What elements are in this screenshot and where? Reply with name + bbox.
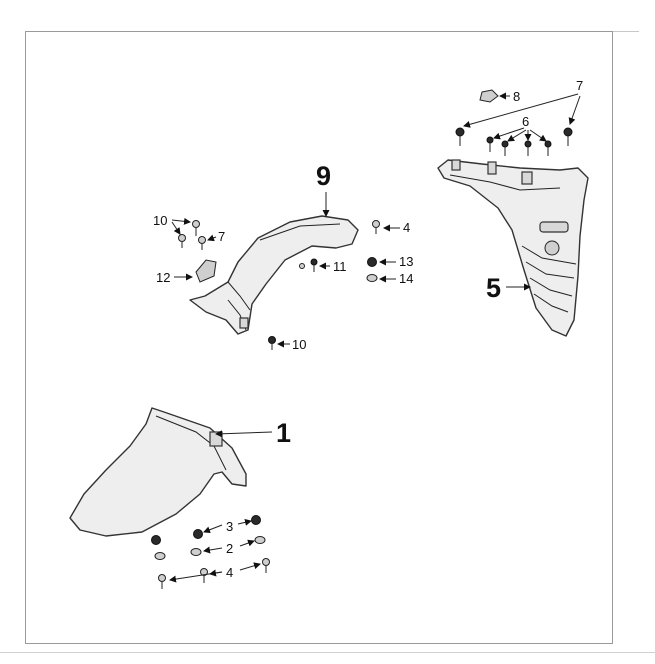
hardware-cluster-rear (455, 89, 581, 156)
label-screw-10-bottom: 10 (292, 337, 306, 352)
label-bracket-12: 12 (156, 270, 170, 285)
fender-slot (539, 221, 569, 233)
label-part-1: 1 (276, 418, 291, 448)
rear-upper-fender (189, 215, 359, 335)
label-nut-13: 13 (399, 254, 413, 269)
screw-10-bottom-icon (268, 336, 276, 350)
nut-13-icon (367, 257, 377, 267)
fender-hole (544, 240, 560, 256)
label-washer-2: 2 (226, 541, 233, 556)
bracket-12-icon (195, 259, 217, 283)
label-screw-6: 6 (522, 114, 529, 129)
frame-edge (613, 31, 639, 32)
screw-6-icon (486, 136, 552, 156)
label-nut-3: 3 (226, 519, 233, 534)
diagram-frame (25, 31, 613, 644)
nut-3-icon (151, 515, 261, 545)
clip-7-right-icon (563, 127, 573, 146)
label-screw-4: 4 (403, 220, 410, 235)
label-clip-7: 7 (218, 229, 225, 244)
clip-7-left-icon (455, 127, 465, 146)
washer-2-icon (154, 536, 266, 560)
fender-tab (521, 171, 533, 185)
rear-inner-fender (437, 159, 589, 337)
label-clip-7-right: 7 (576, 78, 583, 93)
front-fender (69, 407, 247, 537)
label-part-9: 9 (316, 161, 331, 191)
clip-7-icon (198, 236, 206, 250)
label-screw-4-bottom: 4 (226, 565, 233, 580)
hardware-cluster-front (151, 515, 270, 589)
washer-14-icon (366, 274, 378, 282)
screw-4-bottom-icon (158, 558, 270, 589)
label-screw-10: 10 (153, 213, 167, 228)
hardware-cluster-upper (171, 217, 400, 350)
label-washer-14: 14 (399, 271, 413, 286)
screw-11-icon (310, 258, 318, 272)
screw-4-icon (372, 220, 380, 234)
fender-tab (451, 159, 461, 171)
page-divider (0, 652, 655, 653)
label-nut-8: 8 (513, 89, 520, 104)
fender-tab (487, 161, 497, 175)
fender-tab (239, 317, 249, 329)
label-screw-11: 11 (333, 259, 347, 274)
nut-8 (479, 89, 499, 103)
label-part-5: 5 (486, 273, 501, 303)
screw-10-icon (178, 220, 200, 248)
